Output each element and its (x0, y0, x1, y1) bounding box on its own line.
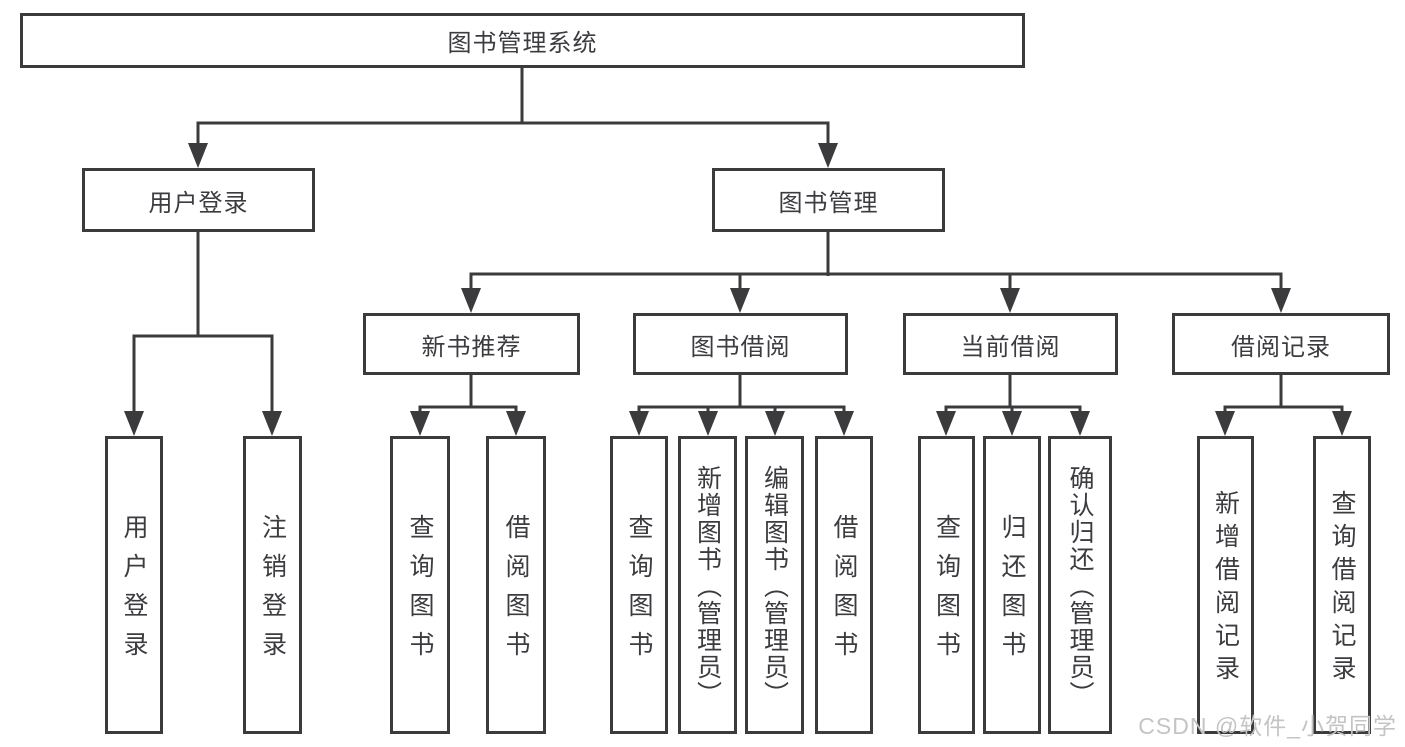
node-borrowing-records: 借阅记录 (1172, 313, 1390, 375)
node-user-login: 用户登录 (82, 168, 315, 232)
node-leaf-add-borrow-record: 新增借阅记录 (1197, 436, 1254, 734)
node-leaf-query-books-1: 查询图书 (390, 436, 450, 734)
node-leaf-return-books: 归还图书 (983, 436, 1041, 734)
node-current-borrowing: 当前借阅 (903, 313, 1118, 375)
node-leaf-add-books-admin: 新增图书（管理员） (678, 436, 737, 734)
node-leaf-query-borrow-record: 查询借阅记录 (1313, 436, 1371, 734)
node-book-borrowing: 图书借阅 (633, 313, 848, 375)
node-new-book-recommendation: 新书推荐 (363, 313, 580, 375)
node-leaf-query-books-3: 查询图书 (918, 436, 975, 734)
watermark: CSDN @软件_小贺同学 (1138, 713, 1397, 739)
node-leaf-query-books-2: 查询图书 (610, 436, 668, 734)
node-library-management-system: 图书管理系统 (20, 13, 1025, 68)
node-book-management: 图书管理 (712, 168, 945, 232)
node-leaf-user-login: 用户登录 (105, 436, 163, 734)
node-leaf-confirm-return-admin: 确认归还（管理员） (1048, 436, 1112, 734)
node-leaf-edit-books-admin: 编辑图书（管理员） (745, 436, 804, 734)
node-leaf-logout: 注销登录 (243, 436, 302, 734)
node-leaf-borrow-books-1: 借阅图书 (486, 436, 546, 734)
node-leaf-borrow-books-2: 借阅图书 (815, 436, 873, 734)
